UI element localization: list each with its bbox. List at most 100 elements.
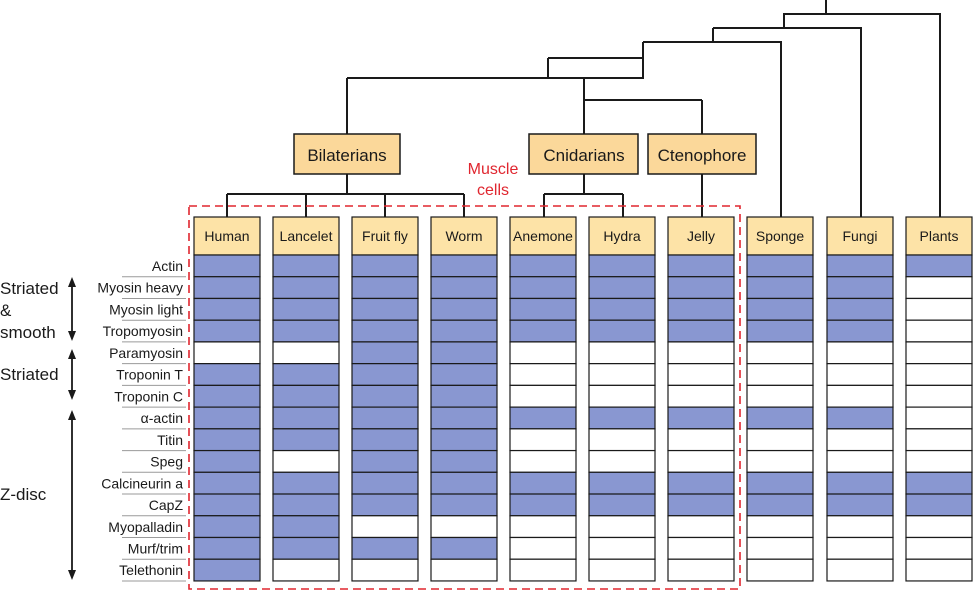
- clade-ctenophore: Ctenophore: [647, 133, 757, 175]
- presence-cell-present: [430, 536, 498, 560]
- presence-cell-present: [905, 254, 973, 278]
- protein-label: Murf/trim: [128, 540, 183, 556]
- protein-label: Calcineurin a: [101, 475, 183, 491]
- presence-cell-absent: [826, 536, 894, 560]
- group-label: Striated: [0, 279, 59, 298]
- presence-cell-absent: [905, 384, 973, 408]
- presence-cell-present: [193, 493, 261, 517]
- organism-header: Human: [204, 228, 249, 244]
- presence-cell-absent: [667, 341, 735, 365]
- organism-header: Lancelet: [280, 228, 333, 244]
- organism-header: Anemone: [513, 228, 573, 244]
- presence-cell-present: [509, 493, 577, 517]
- muscle-cells-label-line2: cells: [477, 182, 509, 199]
- presence-cell-absent: [588, 428, 656, 452]
- presence-cell-present: [351, 536, 419, 560]
- presence-cell-present: [351, 406, 419, 430]
- tree-node-animals: [643, 27, 784, 218]
- presence-cell-present: [826, 471, 894, 495]
- organism-header-box: [826, 216, 894, 256]
- presence-cell-present: [351, 471, 419, 495]
- tree-link-opisthokont: [783, 13, 826, 28]
- presence-cell-present: [272, 428, 340, 452]
- presence-cell-absent: [826, 341, 894, 365]
- organism-header: Jelly: [687, 228, 715, 244]
- presence-cell-absent: [667, 558, 735, 582]
- presence-cell-present: [588, 254, 656, 278]
- clade-label-cnidarians: Cnidarians: [543, 146, 624, 165]
- organism-header-box: [905, 216, 973, 256]
- presence-cell-absent: [509, 515, 577, 539]
- protein-label: Myosin light: [109, 301, 183, 317]
- organism-header-box: [509, 216, 577, 256]
- protein-label: Telethonin: [119, 562, 183, 578]
- presence-cell-absent: [588, 363, 656, 386]
- presence-cell-absent: [272, 558, 340, 582]
- presence-cell-absent: [509, 449, 577, 473]
- presence-cell-present: [193, 297, 261, 321]
- group-label: smooth: [0, 323, 56, 342]
- organism-header-box: [588, 216, 656, 256]
- presence-cell-present: [351, 449, 419, 473]
- presence-cell-present: [746, 319, 814, 343]
- clade-cnidarians: Cnidarians: [528, 133, 639, 175]
- protein-label: Myopalladin: [108, 519, 183, 535]
- presence-cell-present: [351, 384, 419, 408]
- group-arrow-head: [68, 331, 76, 341]
- presence-cell-present: [272, 254, 340, 278]
- presence-cell-present: [588, 319, 656, 343]
- presence-cell-present: [272, 515, 340, 539]
- presence-cell-absent: [351, 558, 419, 582]
- presence-cell-present: [746, 471, 814, 495]
- presence-cell-present: [509, 297, 577, 321]
- presence-cell-present: [272, 471, 340, 495]
- presence-cell-present: [430, 341, 498, 365]
- presence-cell-absent: [588, 449, 656, 473]
- presence-cell-present: [351, 363, 419, 386]
- presence-cell-present: [509, 471, 577, 495]
- presence-cell-present: [430, 471, 498, 495]
- presence-cell-present: [272, 276, 340, 300]
- tree-node-cnid-cteno: [583, 78, 703, 134]
- presence-cell-absent: [905, 536, 973, 560]
- presence-cell-present: [588, 493, 656, 517]
- presence-cell-absent: [667, 449, 735, 473]
- presence-cell-present: [667, 276, 735, 300]
- tree-node-root: [826, 13, 941, 218]
- presence-cell-absent: [826, 428, 894, 452]
- presence-cell-absent: [272, 449, 340, 473]
- presence-cell-absent: [746, 449, 814, 473]
- presence-cell-present: [272, 384, 340, 408]
- protein-label: Myosin heavy: [97, 280, 183, 296]
- presence-cell-absent: [193, 341, 261, 365]
- organism-header: Fruit fly: [362, 228, 408, 244]
- presence-cell-present: [667, 406, 735, 430]
- presence-cell-present: [905, 471, 973, 495]
- presence-cell-present: [746, 276, 814, 300]
- presence-cell-absent: [905, 406, 973, 430]
- organism-header: Fungi: [842, 228, 877, 244]
- presence-grid: [193, 254, 973, 582]
- presence-cell-absent: [588, 384, 656, 408]
- group-arrow-head: [68, 277, 76, 287]
- presence-cell-present: [746, 406, 814, 430]
- phylogenetic-tree: [226, 0, 941, 218]
- presence-cell-present: [272, 536, 340, 560]
- presence-cell-present: [351, 493, 419, 517]
- clade-label-bilaterians: Bilaterians: [307, 146, 386, 165]
- presence-cell-present: [509, 406, 577, 430]
- group-label: Striated: [0, 365, 59, 384]
- presence-cell-present: [509, 276, 577, 300]
- presence-cell-present: [746, 254, 814, 278]
- presence-cell-present: [430, 254, 498, 278]
- presence-cell-absent: [826, 558, 894, 582]
- presence-cell-present: [351, 319, 419, 343]
- protein-label: CapZ: [149, 497, 184, 513]
- protein-label: Tropomyosin: [103, 323, 183, 339]
- protein-label: Troponin C: [114, 388, 183, 404]
- presence-cell-absent: [826, 363, 894, 386]
- presence-cell-present: [826, 493, 894, 517]
- presence-cell-absent: [588, 341, 656, 365]
